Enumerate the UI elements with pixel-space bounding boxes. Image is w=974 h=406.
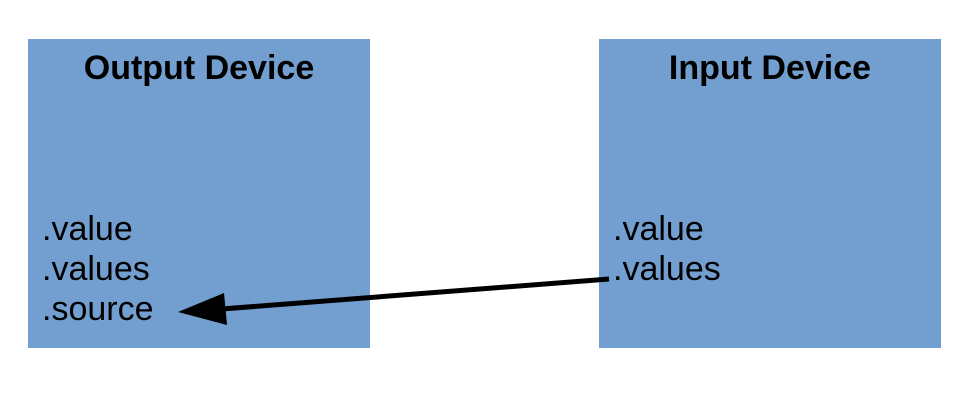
input-device-title: Input Device bbox=[668, 49, 872, 87]
input-device-properties: .value .values bbox=[613, 209, 721, 289]
output-device-title: Output Device bbox=[83, 49, 315, 87]
output-device-properties: .value .values .source bbox=[42, 209, 154, 329]
input-prop-values: .values bbox=[613, 250, 721, 288]
output-prop-values: .values bbox=[42, 250, 150, 288]
input-device-box: Input Device .value .values bbox=[599, 39, 941, 348]
output-device-box: Output Device .value .values .source bbox=[28, 39, 370, 348]
output-prop-value: .value bbox=[42, 210, 133, 248]
output-prop-source: .source bbox=[42, 290, 154, 328]
input-prop-value: .value bbox=[613, 210, 704, 248]
